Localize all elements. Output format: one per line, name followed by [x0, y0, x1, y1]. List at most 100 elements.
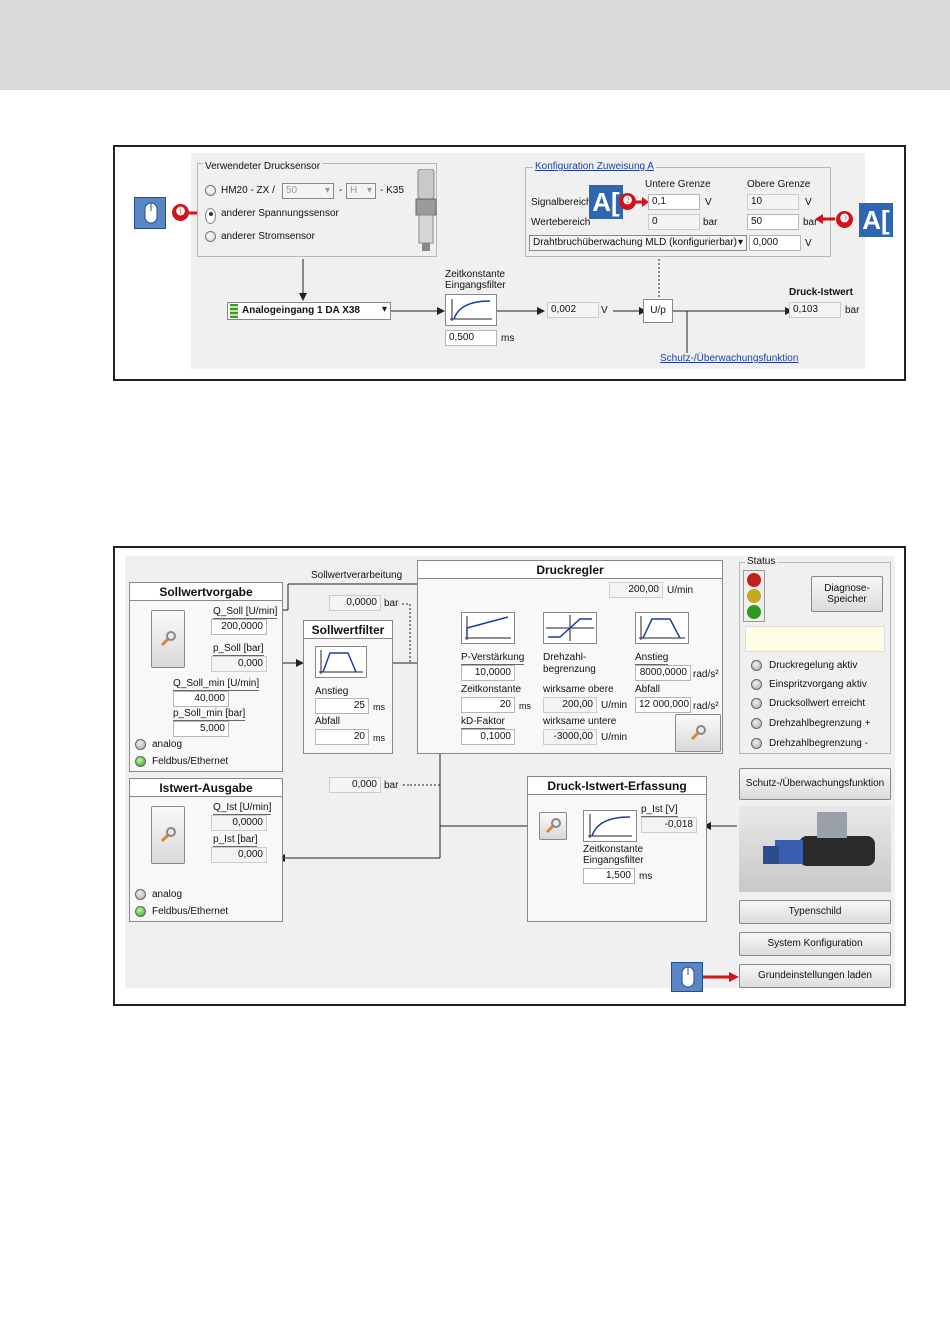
wirksame-untere-display: -3000,00	[543, 729, 597, 745]
drahtbruch-dropdown[interactable]: Drahtbruchüberwachung MLD (konfigurierba…	[529, 235, 747, 251]
combo-h[interactable]: H▾	[346, 183, 376, 199]
werte-upper-input[interactable]: 50	[747, 214, 799, 230]
chevron-down-icon: ▾	[737, 237, 743, 248]
filter-abfall-input[interactable]: 20	[315, 729, 369, 745]
p-ist-display: 0,000	[211, 847, 267, 863]
sollwertfilter-title: Sollwertfilter	[304, 621, 392, 639]
sensor-group	[197, 163, 437, 257]
drahtbruch-value-input[interactable]: 0,000	[749, 235, 801, 251]
status-item-2: Einspritzvorgang aktiv	[769, 679, 867, 690]
istwert-ausgabe-settings-button[interactable]	[151, 806, 185, 864]
pressure-control-figure: Sollwertverarbeitung Sollwertvorgabe Q_S…	[113, 546, 906, 1006]
ramp-abfall-unit: rad/s²	[693, 701, 719, 712]
sensor-config-figure: ❶ Verwendeter Drucksensor HM20 - ZX / 50…	[113, 145, 906, 381]
q-soll-min-label: Q_Soll_min [U/min]	[173, 678, 260, 691]
status-led-1	[751, 660, 762, 671]
drehzahl-begrenzung-label: Drehzahl-	[543, 652, 587, 663]
wirksame-untere-label: wirksame untere	[543, 716, 617, 727]
erfassung-settings-button[interactable]	[539, 812, 567, 840]
filter-abfall-unit: ms	[373, 733, 385, 743]
p-gain-input[interactable]: 10,0000	[461, 665, 515, 681]
p-gain-graph[interactable]	[461, 612, 515, 644]
bar-mid-display: 0,000	[329, 777, 381, 793]
filter-time-input[interactable]: 0,500	[445, 330, 497, 346]
status-item-1: Druckregelung aktiv	[769, 660, 858, 671]
sollwertvorgabe-title: Sollwertvorgabe	[130, 583, 282, 601]
mouse-click-icon	[134, 197, 166, 229]
typenschild-button[interactable]: Typenschild	[739, 900, 891, 924]
step-1-badge: ❶	[172, 204, 189, 221]
arrow-right-icon	[703, 972, 739, 982]
signal-upper-input[interactable]: 10	[747, 194, 799, 210]
schutz-button[interactable]: Schutz-/Überwachungsfunktion	[739, 768, 891, 800]
ramp-graph[interactable]	[635, 612, 689, 644]
signal-flow-lines	[299, 259, 793, 353]
status-led-5	[751, 738, 762, 749]
erfassung-filter-input[interactable]: 1,500	[583, 868, 635, 884]
p-verstaerkung-label: P-Verstärkung	[461, 652, 525, 665]
system-config-button-label: System Konfiguration	[767, 938, 863, 949]
radio-hm20[interactable]	[205, 185, 216, 196]
up-label: U/p	[650, 305, 666, 316]
grundeinstellungen-button[interactable]: Grundeinstellungen laden	[739, 964, 891, 988]
mouse-click-icon	[671, 962, 703, 992]
filter-anstieg-input[interactable]: 25	[315, 698, 369, 714]
begrenzung-label: begrenzung	[543, 664, 596, 675]
zeitkonstante-label: Zeitkonstante	[445, 269, 506, 280]
unit-v-label: V	[705, 197, 712, 208]
druckregler-settings-button[interactable]	[675, 714, 721, 752]
system-config-button[interactable]: System Konfiguration	[739, 932, 891, 956]
pump-motor-image	[739, 806, 891, 892]
sollwertfilter-graph[interactable]	[315, 646, 367, 678]
wirksame-obere-label: wirksame obere	[543, 684, 614, 695]
speed-limit-display: 200,00	[609, 582, 663, 598]
q-ist-display: 0,0000	[211, 815, 267, 831]
signal-value-display: 0,002	[547, 302, 599, 318]
step-3-badge: ❸	[836, 211, 853, 228]
status-item-4: Drehzahlbegrenzung +	[769, 718, 871, 729]
ramp-anstieg-label: Anstieg	[635, 652, 669, 665]
analog-led	[135, 889, 146, 900]
druck-istwert-title: Druck-Istwert	[789, 287, 853, 298]
wrench-icon	[160, 631, 176, 647]
zeitkonstante-label: Zeitkonstante	[461, 684, 522, 695]
ramp-anstieg-input[interactable]: 8000,0000	[635, 665, 691, 681]
input-filter-block[interactable]	[445, 294, 497, 326]
unit-v-label-2: V	[805, 197, 812, 208]
unit-bar-label-2: bar	[803, 217, 818, 228]
analog-input-selector[interactable]: Analogeingang 1 DA X38 ▾	[227, 302, 391, 320]
q-soll-input[interactable]: 200,0000	[211, 619, 267, 635]
speed-limit-graph[interactable]	[543, 612, 597, 644]
feldbus-label: Feldbus/Ethernet	[152, 756, 229, 767]
unit-bar-label-3: bar	[845, 305, 860, 316]
page-header-band	[0, 0, 950, 90]
p-soll-min-input[interactable]: 5,000	[173, 721, 229, 737]
config-link[interactable]: Konfiguration Zuweisung A	[533, 161, 656, 173]
erfassung-filter-graph[interactable]	[583, 810, 637, 842]
diagnose-button[interactable]: Diagnose- Speicher	[811, 576, 883, 612]
radio-stromsensor[interactable]	[205, 231, 216, 242]
signal-lower-input[interactable]: 0,1	[648, 194, 700, 210]
kd-faktor-input[interactable]: 0,1000	[461, 729, 515, 745]
zeitkonstante-input[interactable]: 20	[461, 697, 515, 713]
ramp-abfall-input[interactable]: 12 000,000	[635, 697, 691, 713]
zeitkonstante-unit: ms	[519, 701, 531, 711]
wirksame-untere-unit: U/min	[601, 732, 628, 743]
q-soll-min-input[interactable]: 40,000	[173, 691, 229, 707]
analog-label: analog	[152, 889, 183, 900]
status-led-3	[751, 698, 762, 709]
radio-spannungssensor[interactable]	[205, 208, 216, 224]
connector-icon	[230, 304, 238, 318]
chevron-down-icon: ▾	[381, 304, 387, 315]
filter-abfall-label: Abfall	[315, 716, 341, 727]
erfassung-zeitkonstante-label: Zeitkonstante	[583, 844, 644, 855]
schutz-link[interactable]: Schutz-/Überwachungsfunktion	[660, 353, 799, 364]
werte-lower-input[interactable]: 0	[648, 214, 700, 230]
arrow-3-icon	[815, 214, 835, 224]
combo-50[interactable]: 50▾	[282, 183, 334, 199]
arrow-2-icon	[635, 197, 649, 207]
step-2-badge: ❷	[619, 193, 636, 210]
drahtbruch-dropdown-value: Drahtbruchüberwachung MLD (konfigurierba…	[533, 237, 737, 248]
p-soll-min-label: p_Soll_min [bar]	[173, 708, 246, 721]
sollwertvorgabe-settings-button[interactable]	[151, 610, 185, 668]
